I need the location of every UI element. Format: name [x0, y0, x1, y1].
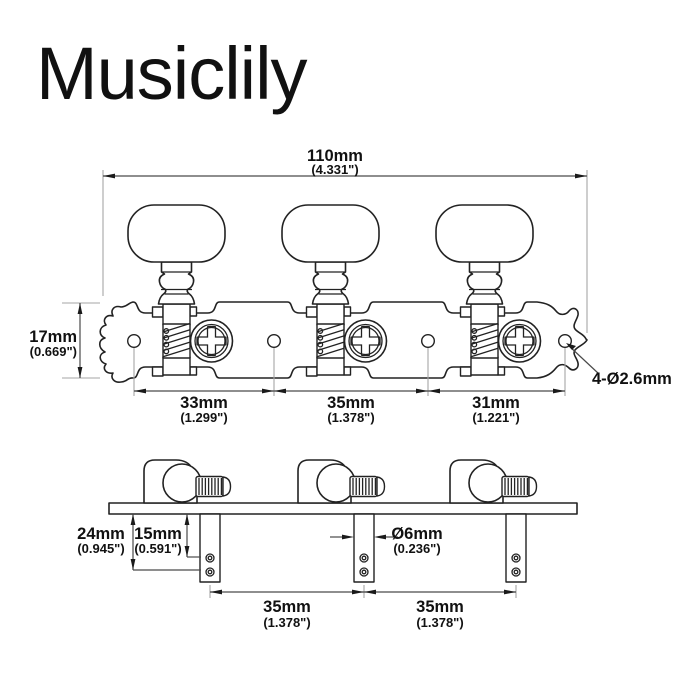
dim-span1-inch: (1.299") — [180, 410, 227, 425]
dim-hole-offset-inch: (0.591") — [134, 541, 181, 556]
dim-post-span2-mm: 35mm — [416, 598, 464, 616]
dim-post-span1-mm: 35mm — [263, 598, 311, 616]
dim-post-diameter-mm: Ø6mm — [391, 525, 442, 543]
brand-logo: Musiclily — [36, 32, 308, 115]
dim-hole-offset-mm: 15mm — [134, 525, 182, 543]
dimensions-side-view: 24mm (0.945") 15mm (0.591") Ø6mm (0.236"… — [77, 514, 517, 630]
extension-lines — [62, 170, 588, 396]
dim-span3-mm: 31mm — [472, 394, 520, 412]
baseplate-side — [108, 502, 578, 515]
dim-post-span2-inch: (1.378") — [416, 615, 463, 630]
dim-post-diameter-inch: (0.236") — [393, 541, 440, 556]
dim-post-span1-inch: (1.378") — [263, 615, 310, 630]
dim-span1-mm: 33mm — [180, 394, 228, 412]
top-view — [98, 204, 588, 383]
dim-plate-height-inch: (0.669") — [30, 344, 77, 359]
dim-plate-height-mm: 17mm — [29, 328, 77, 346]
dim-span2-mm: 35mm — [327, 394, 375, 412]
dimensions-top-view: 110mm (4.331") 17mm (0.669") 33mm (1.299… — [29, 147, 672, 425]
side-view — [108, 459, 578, 583]
dim-overall-width-inch: (4.331") — [311, 162, 358, 177]
dim-span2-inch: (1.378") — [327, 410, 374, 425]
tuner-unit-2-side — [297, 459, 386, 583]
dim-post-length-mm: 24mm — [77, 525, 125, 543]
dim-overall-width-mm: 110mm — [307, 147, 363, 165]
dim-post-length-inch: (0.945") — [77, 541, 124, 556]
dim-span3-inch: (1.221") — [472, 410, 519, 425]
mount-holes-label: 4-Ø2.6mm — [592, 370, 672, 388]
tuner-unit-3-side — [449, 459, 538, 583]
mount-holes-leader — [567, 344, 600, 375]
